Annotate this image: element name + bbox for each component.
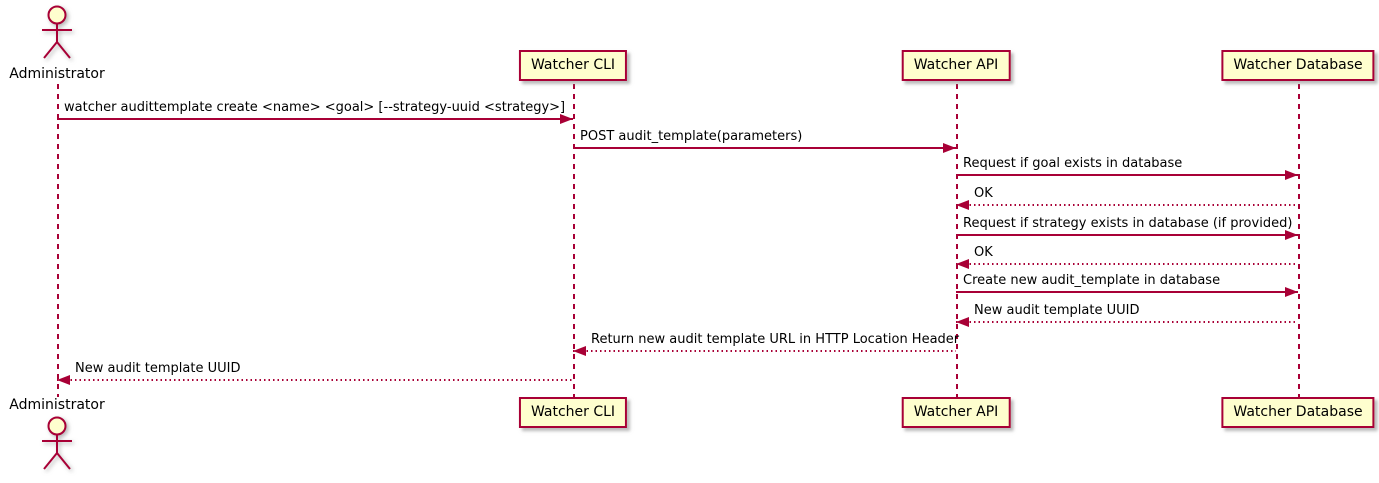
participant-watcher-api-top: Watcher API (901, 50, 1011, 81)
lifeline-administrator (57, 84, 59, 397)
arrowhead-icon (1285, 230, 1298, 240)
message-label: Return new audit template URL in HTTP Lo… (591, 332, 960, 347)
participant-watcher-api-bottom: Watcher API (901, 397, 1011, 428)
message-label: Request if strategy exists in database (… (963, 216, 1293, 231)
arrowhead-icon (57, 375, 70, 385)
actor-icon (42, 416, 72, 470)
message-label: Create new audit_template in database (963, 273, 1221, 288)
message-line (57, 118, 573, 120)
arrowhead-icon (956, 200, 969, 210)
actor-icon (42, 5, 72, 59)
actor-label-top: Administrator (9, 66, 105, 82)
message-line (57, 379, 573, 381)
message-line (573, 350, 956, 352)
actor-label-bottom: Administrator (9, 397, 105, 413)
participant-watcher-database-top: Watcher Database (1221, 50, 1375, 81)
message-line (573, 147, 956, 149)
arrowhead-icon (1285, 287, 1298, 297)
arrowhead-icon (956, 259, 969, 269)
message-label: New audit template UUID (974, 303, 1140, 318)
arrowhead-icon (956, 317, 969, 327)
message-label: Request if goal exists in database (963, 156, 1183, 171)
message-label: POST audit_template(parameters) (580, 129, 803, 144)
message-line (956, 291, 1298, 293)
arrowhead-icon (560, 114, 573, 124)
message-label: watcher audittemplate create <name> <goa… (64, 100, 566, 115)
message-line (956, 174, 1298, 176)
arrowhead-icon (1285, 170, 1298, 180)
participant-watcher-cli-top: Watcher CLI (518, 50, 628, 81)
lifeline-watcher-cli (573, 84, 575, 397)
participant-watcher-cli-bottom: Watcher CLI (518, 397, 628, 428)
arrowhead-icon (573, 346, 586, 356)
arrowhead-icon (943, 143, 956, 153)
lifeline-watcher-database (1298, 84, 1300, 397)
lifeline-watcher-api (956, 84, 958, 397)
participant-watcher-database-bottom: Watcher Database (1221, 397, 1375, 428)
message-line (956, 234, 1298, 236)
message-label: New audit template UUID (75, 361, 241, 376)
message-label: OK (974, 245, 993, 260)
message-line (956, 321, 1298, 323)
message-line (956, 204, 1298, 206)
message-line (956, 263, 1298, 265)
message-label: OK (974, 186, 993, 201)
